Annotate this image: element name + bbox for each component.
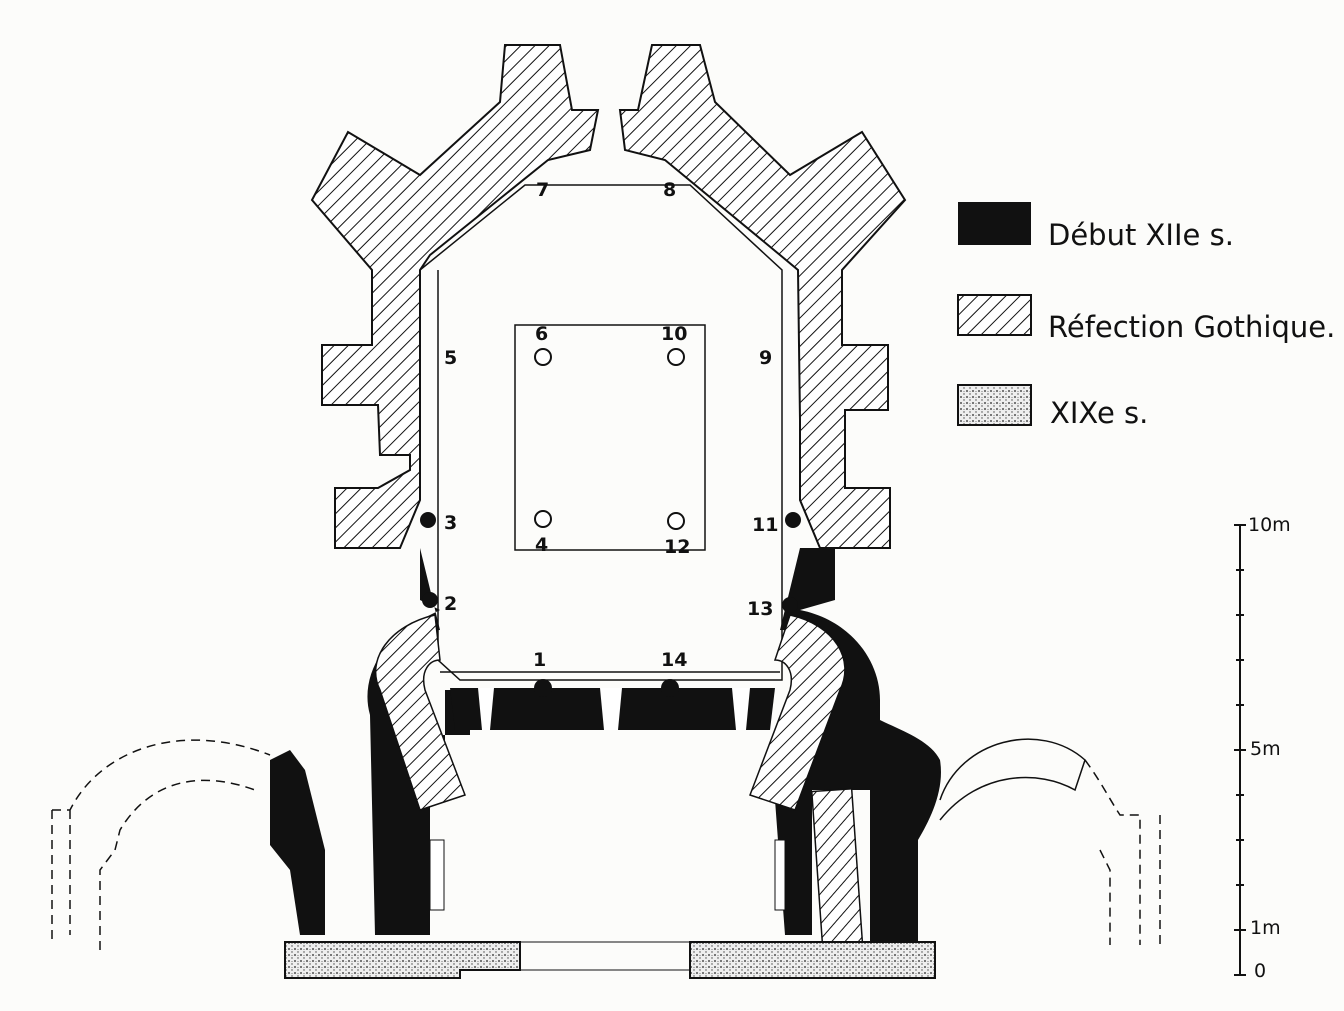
solid-arch-right (939, 738, 1086, 821)
spiral-stair-left (374, 614, 466, 811)
pillar-6: 6 (535, 323, 548, 345)
scale-label-5m: 5m (1250, 738, 1281, 760)
column-markers (534, 348, 685, 530)
scale-label-1m: 1m (1250, 917, 1281, 939)
pillar-4: 4 (535, 534, 548, 556)
pillar-11: 11 (752, 514, 778, 536)
pillar-9: 9 (759, 347, 772, 369)
early-wall-right (775, 548, 941, 945)
pillar-1: 1 (533, 649, 546, 671)
base-left (284, 941, 521, 979)
scale-label-0: 0 (1254, 960, 1266, 982)
pillar-2: 2 (444, 593, 457, 615)
scale-bar (1234, 524, 1246, 976)
legend-swatch-black (958, 202, 1031, 245)
pillar-3: 3 (444, 512, 457, 534)
pillar-8: 8 (663, 179, 676, 201)
gothic-wall-right (618, 44, 907, 549)
dashed-arch-left (51, 739, 271, 950)
pillar-7: 7 (536, 179, 549, 201)
pillar-numbers: 1 2 3 4 5 6 7 8 9 10 11 12 13 14 (444, 179, 778, 671)
legend: Début XIIe s. Réfection Gothique. XIXe s… (957, 202, 1335, 430)
pillar-14: 14 (661, 649, 687, 671)
legend-label-19th: XIXe s. (1050, 396, 1148, 430)
legend-label-gothic: Réfection Gothique. (1048, 310, 1335, 344)
spiral-stair-right (749, 614, 846, 811)
scale-label-10m: 10m (1248, 514, 1291, 536)
base-right (689, 941, 936, 979)
pillar-12: 12 (664, 536, 690, 558)
early-wall-left-outer (270, 750, 325, 935)
pillar-10: 10 (661, 323, 687, 345)
dashed-arch-right (1084, 759, 1161, 945)
legend-swatch-stippled (957, 384, 1032, 426)
gothic-wall-left (310, 44, 600, 549)
legend-label-early: Début XIIe s. (1048, 218, 1234, 252)
nave-outline (419, 184, 783, 681)
crossing-square (514, 324, 706, 551)
pillar-5: 5 (444, 347, 457, 369)
pillar-13: 13 (747, 598, 773, 620)
legend-swatch-hatched (957, 294, 1032, 336)
window-openings (478, 688, 750, 730)
